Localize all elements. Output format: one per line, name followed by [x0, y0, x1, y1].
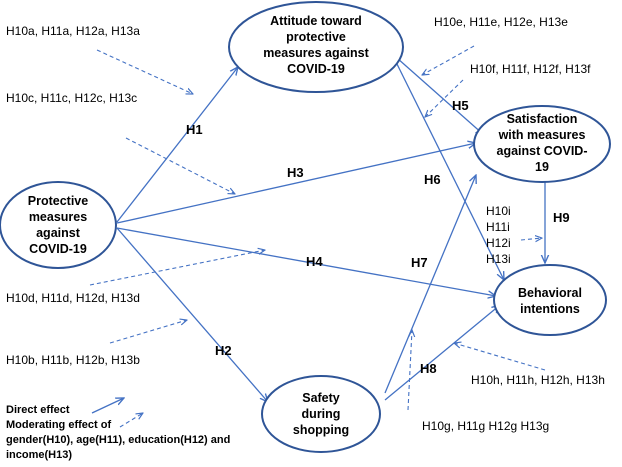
- node-attitude-line-3: measures against: [263, 46, 369, 60]
- node-behavioral-line-2: intentions: [520, 302, 580, 316]
- moderator-label-c: H10c, H11c, H12c, H13c: [6, 91, 137, 105]
- legend-direct-arrow: [91, 398, 124, 414]
- node-safety-shopping: Safety during shopping: [261, 375, 381, 453]
- node-behavioral-line-1: Behavioral: [518, 286, 582, 300]
- node-behavioral-intentions: Behavioral intentions: [493, 264, 607, 336]
- node-protective-measures: Protective measures against COVID-19: [0, 181, 117, 269]
- label-h3: H3: [287, 165, 304, 180]
- legend: Direct effect Moderating effect of gende…: [6, 398, 230, 461]
- node-attitude: Attitude toward protective measures agai…: [228, 1, 404, 93]
- legend-line-3: income(H13): [6, 449, 72, 461]
- label-h4: H4: [306, 254, 323, 269]
- label-h1: H1: [186, 122, 203, 137]
- label-h2: H2: [215, 343, 232, 358]
- node-satisfaction-line-2: with measures: [498, 128, 586, 142]
- path-h6: [394, 59, 504, 280]
- path-h7: [384, 175, 476, 394]
- legend-line-2: gender(H10), age(H11), education(H12) an…: [6, 434, 230, 446]
- path-h5: [396, 57, 484, 135]
- node-protective-line-4: COVID-19: [29, 242, 87, 256]
- path-h2: [116, 227, 268, 402]
- moderator-arrow-e: [422, 45, 475, 75]
- path-h8: [384, 305, 500, 401]
- moderator-label-i-3: H12i: [486, 236, 511, 250]
- moderator-label-i-4: H13i: [486, 252, 511, 266]
- moderator-label-e: H10e, H11e, H12e, H13e: [434, 15, 568, 29]
- legend-direct-label: Direct effect: [6, 404, 70, 416]
- moderator-arrow-h: [454, 343, 546, 371]
- node-satisfaction-line-3: against COVID-: [497, 144, 588, 158]
- moderator-label-d: H10d, H11d, H12d, H13d: [6, 291, 140, 305]
- label-h9: H9: [553, 210, 570, 225]
- path-h3: [116, 143, 476, 224]
- node-attitude-line-4: COVID-19: [287, 62, 345, 76]
- node-safety-line-3: shopping: [293, 423, 349, 437]
- label-h5: H5: [452, 98, 469, 113]
- legend-moderating-arrow: [119, 413, 143, 428]
- path-h4: [116, 227, 496, 296]
- node-attitude-line-1: Attitude toward: [270, 14, 362, 28]
- node-protective-line-3: against: [36, 226, 81, 240]
- moderator-label-f: H10f, H11f, H12f, H13f: [470, 62, 591, 76]
- moderator-label-b: H10b, H11b, H12b, H13b: [6, 353, 140, 367]
- moderator-label-h: H10h, H11h, H12h, H13h: [471, 373, 605, 387]
- node-attitude-line-2: protective: [286, 30, 346, 44]
- moderator-label-a: H10a, H11a, H12a, H13a: [6, 24, 140, 38]
- node-satisfaction: Satisfaction with measures against COVID…: [473, 105, 611, 183]
- node-satisfaction-line-1: Satisfaction: [507, 112, 578, 126]
- node-protective-line-2: measures: [29, 210, 87, 224]
- label-h8: H8: [420, 361, 437, 376]
- moderator-arrow-a: [96, 49, 193, 94]
- path-h1: [116, 67, 238, 223]
- moderator-arrow-b: [109, 320, 187, 344]
- moderator-label-i-2: H11i: [486, 220, 510, 234]
- moderator-arrow-f: [425, 79, 464, 117]
- moderator-label-g: H10g, H11g H12g H13g: [422, 419, 549, 433]
- moderator-label-i-1: H10i: [486, 204, 511, 218]
- label-h7: H7: [411, 255, 428, 270]
- node-safety-line-2: during: [302, 407, 341, 421]
- moderator-arrow-c: [125, 137, 235, 194]
- moderator-arrow-i: [520, 238, 542, 240]
- node-protective-line-1: Protective: [28, 194, 88, 208]
- moderator-arrow-g: [407, 330, 412, 411]
- label-h6: H6: [424, 172, 441, 187]
- moderator-arrow-d: [89, 250, 265, 286]
- legend-moderating-label: Moderating effect of: [6, 419, 111, 431]
- node-safety-line-1: Safety: [302, 391, 340, 405]
- node-satisfaction-line-4: 19: [535, 160, 549, 174]
